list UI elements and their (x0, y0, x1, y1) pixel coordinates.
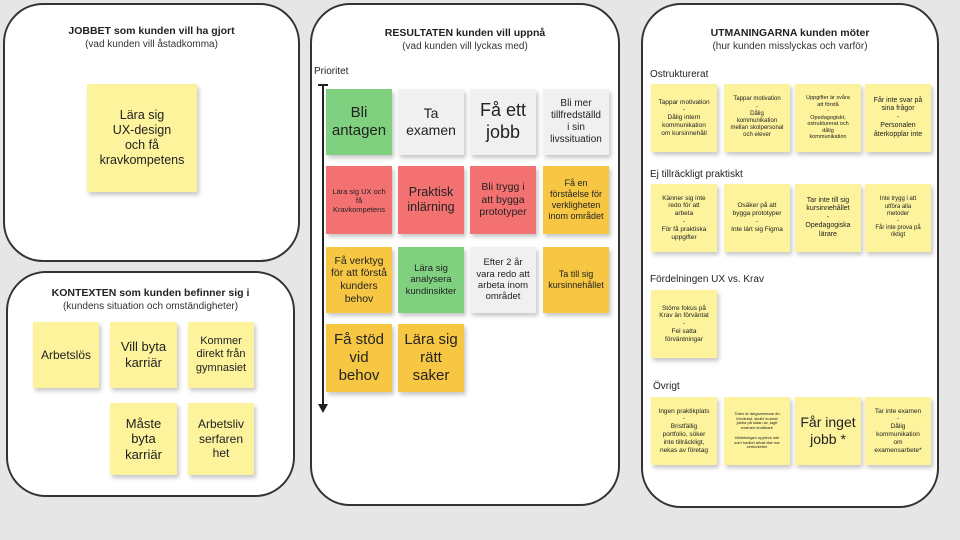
section-label: Ej tillräckligt praktiskt (650, 169, 743, 180)
results-title: RESULTATEN kunden vill uppnå (384, 27, 546, 39)
sticky-note[interactable]: Kommer direkt från gymnasiet (188, 322, 254, 388)
sticky-note[interactable]: Få stöd vid behov (326, 324, 392, 392)
sticky-note[interactable]: Bli mer tillfredställd i sin livssituati… (543, 89, 609, 155)
sticky-note[interactable]: Inte trygg i att utföra alla metoder - F… (865, 184, 931, 252)
priority-axis (322, 84, 324, 408)
sticky-note[interactable]: Vill byta karriär (110, 322, 177, 388)
sticky-note[interactable]: Tar inte examen - Dålig kommunikation om… (865, 397, 931, 465)
sticky-note[interactable]: Arbetslös (33, 322, 99, 388)
sticky-note[interactable]: Större fokus på Krav än förväntat - Fel … (651, 290, 717, 358)
priority-label: Prioritet (314, 66, 349, 77)
sticky-note[interactable]: Tappar motivation - Dålig intern kommuni… (651, 84, 717, 152)
job-title: JOBBET som kunden vill ha gjort (68, 25, 235, 37)
sticky-note[interactable]: Ta examen (398, 89, 464, 155)
section-label: Övrigt (653, 381, 680, 392)
sticky-note[interactable]: Måste byta karriär (110, 403, 177, 475)
sticky-note[interactable]: Får inte svar på sina frågor - Personale… (865, 84, 931, 152)
sticky-note[interactable]: Får inget jobb * (795, 397, 861, 465)
sticky-note[interactable]: Tar inte till sig kursinnehållet - Opeda… (795, 184, 861, 252)
sticky-note[interactable]: Tiden är längsammare än förväntat, skull… (724, 397, 790, 465)
sticky-note[interactable]: Efter 2 år vara redo att arbeta inom omr… (470, 247, 536, 313)
results-subtitle: (vad kunden vill lyckas med) (402, 41, 528, 52)
sticky-note[interactable]: Lära sig UX och få Kravkompetens (326, 166, 392, 234)
sticky-note[interactable]: Praktisk inlärning (398, 166, 464, 234)
sticky-note[interactable]: Ta till sig kursinnehållet (543, 247, 609, 313)
sticky-note[interactable]: Få ett jobb (470, 89, 536, 155)
section-label: Fördelningen UX vs. Krav (650, 274, 764, 285)
sticky-note[interactable]: Bli trygg i att bygga prototyper (470, 166, 536, 234)
section-label: Ostrukturerat (650, 69, 709, 80)
context-title: KONTEXTEN som kunden befinner sig i (51, 287, 250, 299)
challenges-title: UTMANINGARNA kunden möter (710, 27, 870, 39)
sticky-note[interactable]: Bli antagen (326, 89, 392, 155)
context-subtitle: (kundens situation och omständigheter) (62, 301, 239, 312)
challenges-subtitle: (hur kunden misslyckas och varför) (712, 41, 868, 52)
sticky-note[interactable]: Få verktyg för att förstå kunders behov (326, 247, 392, 313)
sticky-note[interactable]: Uppgifter är svåra att förstå - Opedagog… (795, 84, 861, 152)
sticky-note[interactable]: Få en förståelse för verkligheten inom o… (543, 166, 609, 234)
sticky-note[interactable]: Ingen praktikplats - Bristfällig portfol… (651, 397, 717, 465)
sticky-note[interactable]: Arbetsliv serfaren het (188, 403, 254, 475)
job-panel: JOBBET som kunden vill ha gjort (vad kun… (3, 3, 300, 262)
arrow-down-icon (318, 404, 328, 413)
sticky-note[interactable]: Lära sig analysera kundinsikter (398, 247, 464, 313)
sticky-note[interactable]: Lära sig rätt saker (398, 324, 464, 392)
sticky-note[interactable]: Tappar motivation - Dålig kommunikation … (724, 84, 790, 152)
sticky-note[interactable]: Osäker på att bygga prototyper - Inte lä… (724, 184, 790, 252)
sticky-note[interactable]: Lära sig UX-design och få kravkompetens (87, 84, 197, 192)
sticky-note[interactable]: Känner sig inte redo för att arbeta - Fö… (651, 184, 717, 252)
job-subtitle: (vad kunden vill åstadkomma) (85, 39, 218, 50)
